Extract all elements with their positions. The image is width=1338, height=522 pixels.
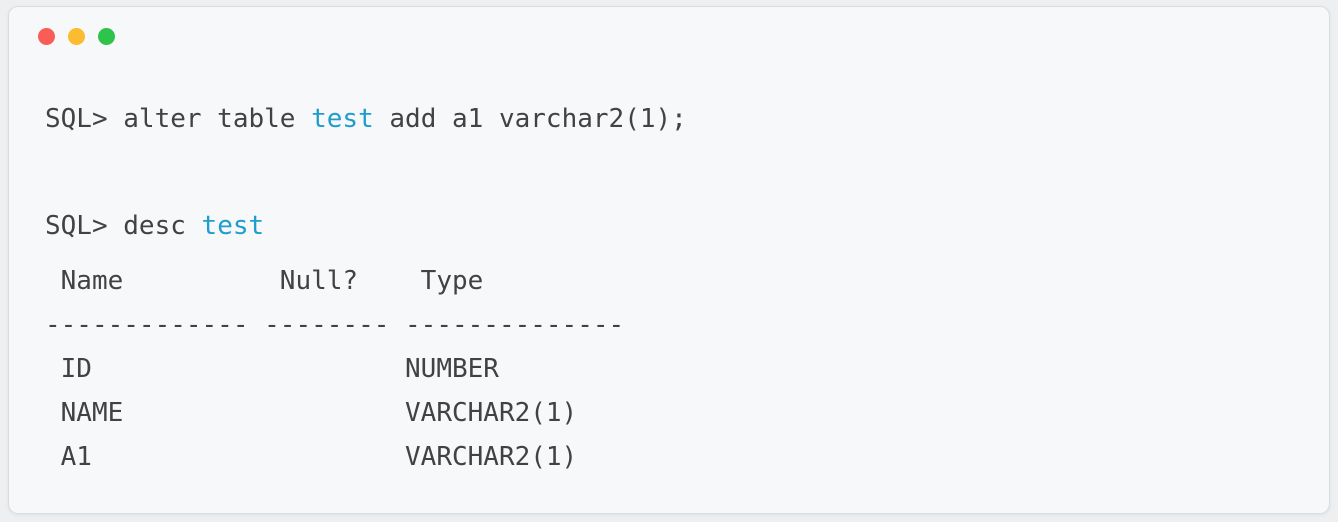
table-name-highlight: test: [311, 104, 374, 134]
table-row-line: ID NUMBER: [45, 354, 499, 384]
minimize-button[interactable]: [68, 28, 85, 45]
window-titlebar: [9, 7, 1329, 45]
terminal-window: SQL> alter table test add a1 varchar2(1)…: [8, 6, 1330, 514]
command-text: SQL> alter table: [45, 104, 312, 134]
command-text: SQL> desc: [45, 211, 202, 241]
blank-gap: [45, 248, 1329, 259]
sql-command-desc: SQL> desc test: [45, 204, 1329, 248]
blank-gap: [45, 141, 1329, 204]
table-name-highlight: test: [201, 211, 265, 241]
table-row-line: A1 VARCHAR2(1): [45, 442, 578, 472]
maximize-button[interactable]: [98, 28, 115, 45]
sql-command-alter: SQL> alter table test add a1 varchar2(1)…: [45, 97, 1329, 141]
command-text: add a1 varchar2(1);: [373, 104, 687, 134]
table-separator-line: ------------- -------- --------------: [45, 310, 625, 340]
table-header-line: Name Null? Type: [45, 266, 484, 296]
console-output: SQL> alter table test add a1 varchar2(1)…: [9, 97, 1329, 479]
close-button[interactable]: [38, 28, 55, 45]
table-row-line: NAME VARCHAR2(1): [45, 398, 578, 428]
